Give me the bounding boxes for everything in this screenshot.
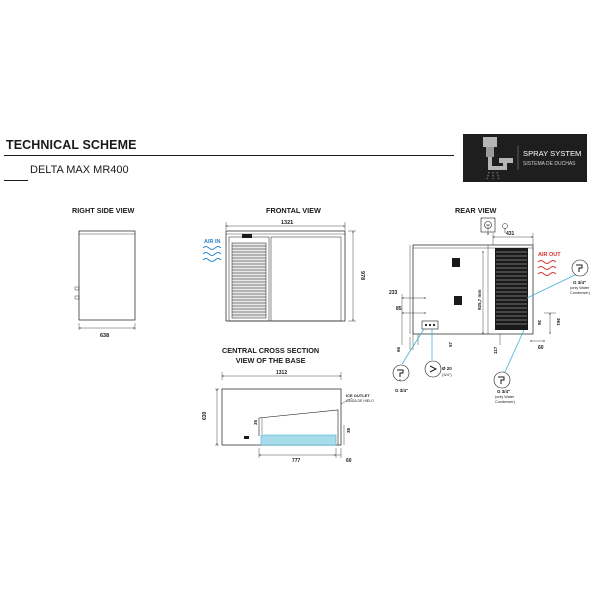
rear-condenser-grille xyxy=(495,248,528,330)
door-right xyxy=(270,236,342,322)
condenser-bottom-sublabel1: (only Water xyxy=(495,395,515,399)
ice-outlet-sublabel: CAIDA DE HIELO xyxy=(346,399,374,403)
right-side-body xyxy=(78,230,136,321)
rear-361-dim: 361 xyxy=(556,318,561,326)
frontal-view xyxy=(225,222,356,322)
condenser-bottom-callout xyxy=(493,371,511,389)
rear-view xyxy=(401,217,556,350)
rear-connection-panel xyxy=(421,320,439,330)
rear-height-dim: 925,7 mm xyxy=(477,289,482,310)
spray-system-label: SPRAY SYSTEM xyxy=(523,149,581,158)
air-in-label: AIR IN xyxy=(204,239,221,245)
plug-symbol-icon xyxy=(502,223,508,229)
model-name: DELTA MAX MR400 xyxy=(30,164,129,176)
rear-85-dim: 85 xyxy=(396,306,402,312)
frontal-height-dim: 978 xyxy=(359,271,365,280)
right-side-width-dim: 638 xyxy=(100,333,109,339)
rear-connection-leaders xyxy=(401,273,578,373)
rear-60-dim: 60 xyxy=(538,345,544,351)
title-divider xyxy=(4,155,454,156)
condenser-top-sublabel1: (only Water xyxy=(570,286,590,290)
cross-height-dim: 630 xyxy=(202,411,208,420)
cross-777-dim: 777 xyxy=(292,458,301,464)
rear-view-label: REAR VIEW xyxy=(455,206,497,215)
air-out-icon xyxy=(537,260,557,276)
cross-38-dim: 38 xyxy=(346,427,351,433)
cross-section-label-line2: VIEW OF THE BASE xyxy=(235,356,306,365)
power-plug-icon xyxy=(480,217,496,233)
rear-36-dim: 36 xyxy=(537,320,542,326)
spray-system-logo: SPRAY SYSTEM SISTEMA DE DUCHAS xyxy=(483,137,581,180)
cross-section-label: CENTRAL CROSS SECTION VIEW OF THE BASE xyxy=(222,346,319,366)
water-inlet-label: G 3/4" xyxy=(395,388,408,393)
cross-section-label-line1: CENTRAL CROSS SECTION xyxy=(222,346,320,355)
frontal-width-dim: 1321 xyxy=(281,220,293,226)
cross-width-dim: 1312 xyxy=(276,370,287,376)
ice-outlet-label: ICE OUTLET xyxy=(346,393,370,398)
rear-117-dim: 117 xyxy=(493,346,498,354)
frontal-view-label: FRONTAL VIEW xyxy=(266,206,321,215)
drain-label: Ø 20 xyxy=(442,366,452,371)
cross-60-dim: 60 xyxy=(346,458,352,464)
cross-35-dim: 35 xyxy=(253,419,258,425)
rear-vent-top xyxy=(452,258,460,267)
front-grille xyxy=(231,242,267,319)
water-inlet-callout xyxy=(392,364,410,382)
model-divider xyxy=(4,180,28,181)
condenser-top-label: G 3/4" xyxy=(573,280,586,285)
rear-vent-bottom xyxy=(454,296,462,305)
drain-sublabel: (3/4") xyxy=(442,372,452,377)
air-out-label: AIR OUT xyxy=(538,252,561,258)
spray-system-sublabel: SISTEMA DE DUCHAS xyxy=(523,161,576,167)
spray-system-badge: SPRAY SYSTEM SISTEMA DE DUCHAS xyxy=(463,134,587,182)
rear-431-dim: 431 xyxy=(506,231,515,237)
cross-section-view xyxy=(215,372,353,458)
rear-57-dim: 57 xyxy=(448,341,453,347)
door-handle xyxy=(242,234,252,238)
condenser-top-sublabel2: Condenser) xyxy=(570,291,591,295)
condenser-bottom-label: G 3/4" xyxy=(497,389,510,394)
rear-body xyxy=(412,244,534,335)
spray-nozzle-icon xyxy=(483,137,513,180)
rear-233-dim: 233 xyxy=(389,290,398,296)
right-side-view xyxy=(74,230,136,330)
condenser-bottom-sublabel2: Condenser) xyxy=(495,400,516,404)
rear-66-dim: 66 xyxy=(396,346,401,352)
page-title: TECHNICAL SCHEME xyxy=(6,138,137,152)
right-side-view-label: RIGHT SIDE VIEW xyxy=(72,206,135,215)
drain-callout xyxy=(424,360,442,378)
condenser-top-callout xyxy=(571,259,589,277)
ice-bin-area xyxy=(260,434,337,446)
air-in-icon xyxy=(202,246,222,262)
